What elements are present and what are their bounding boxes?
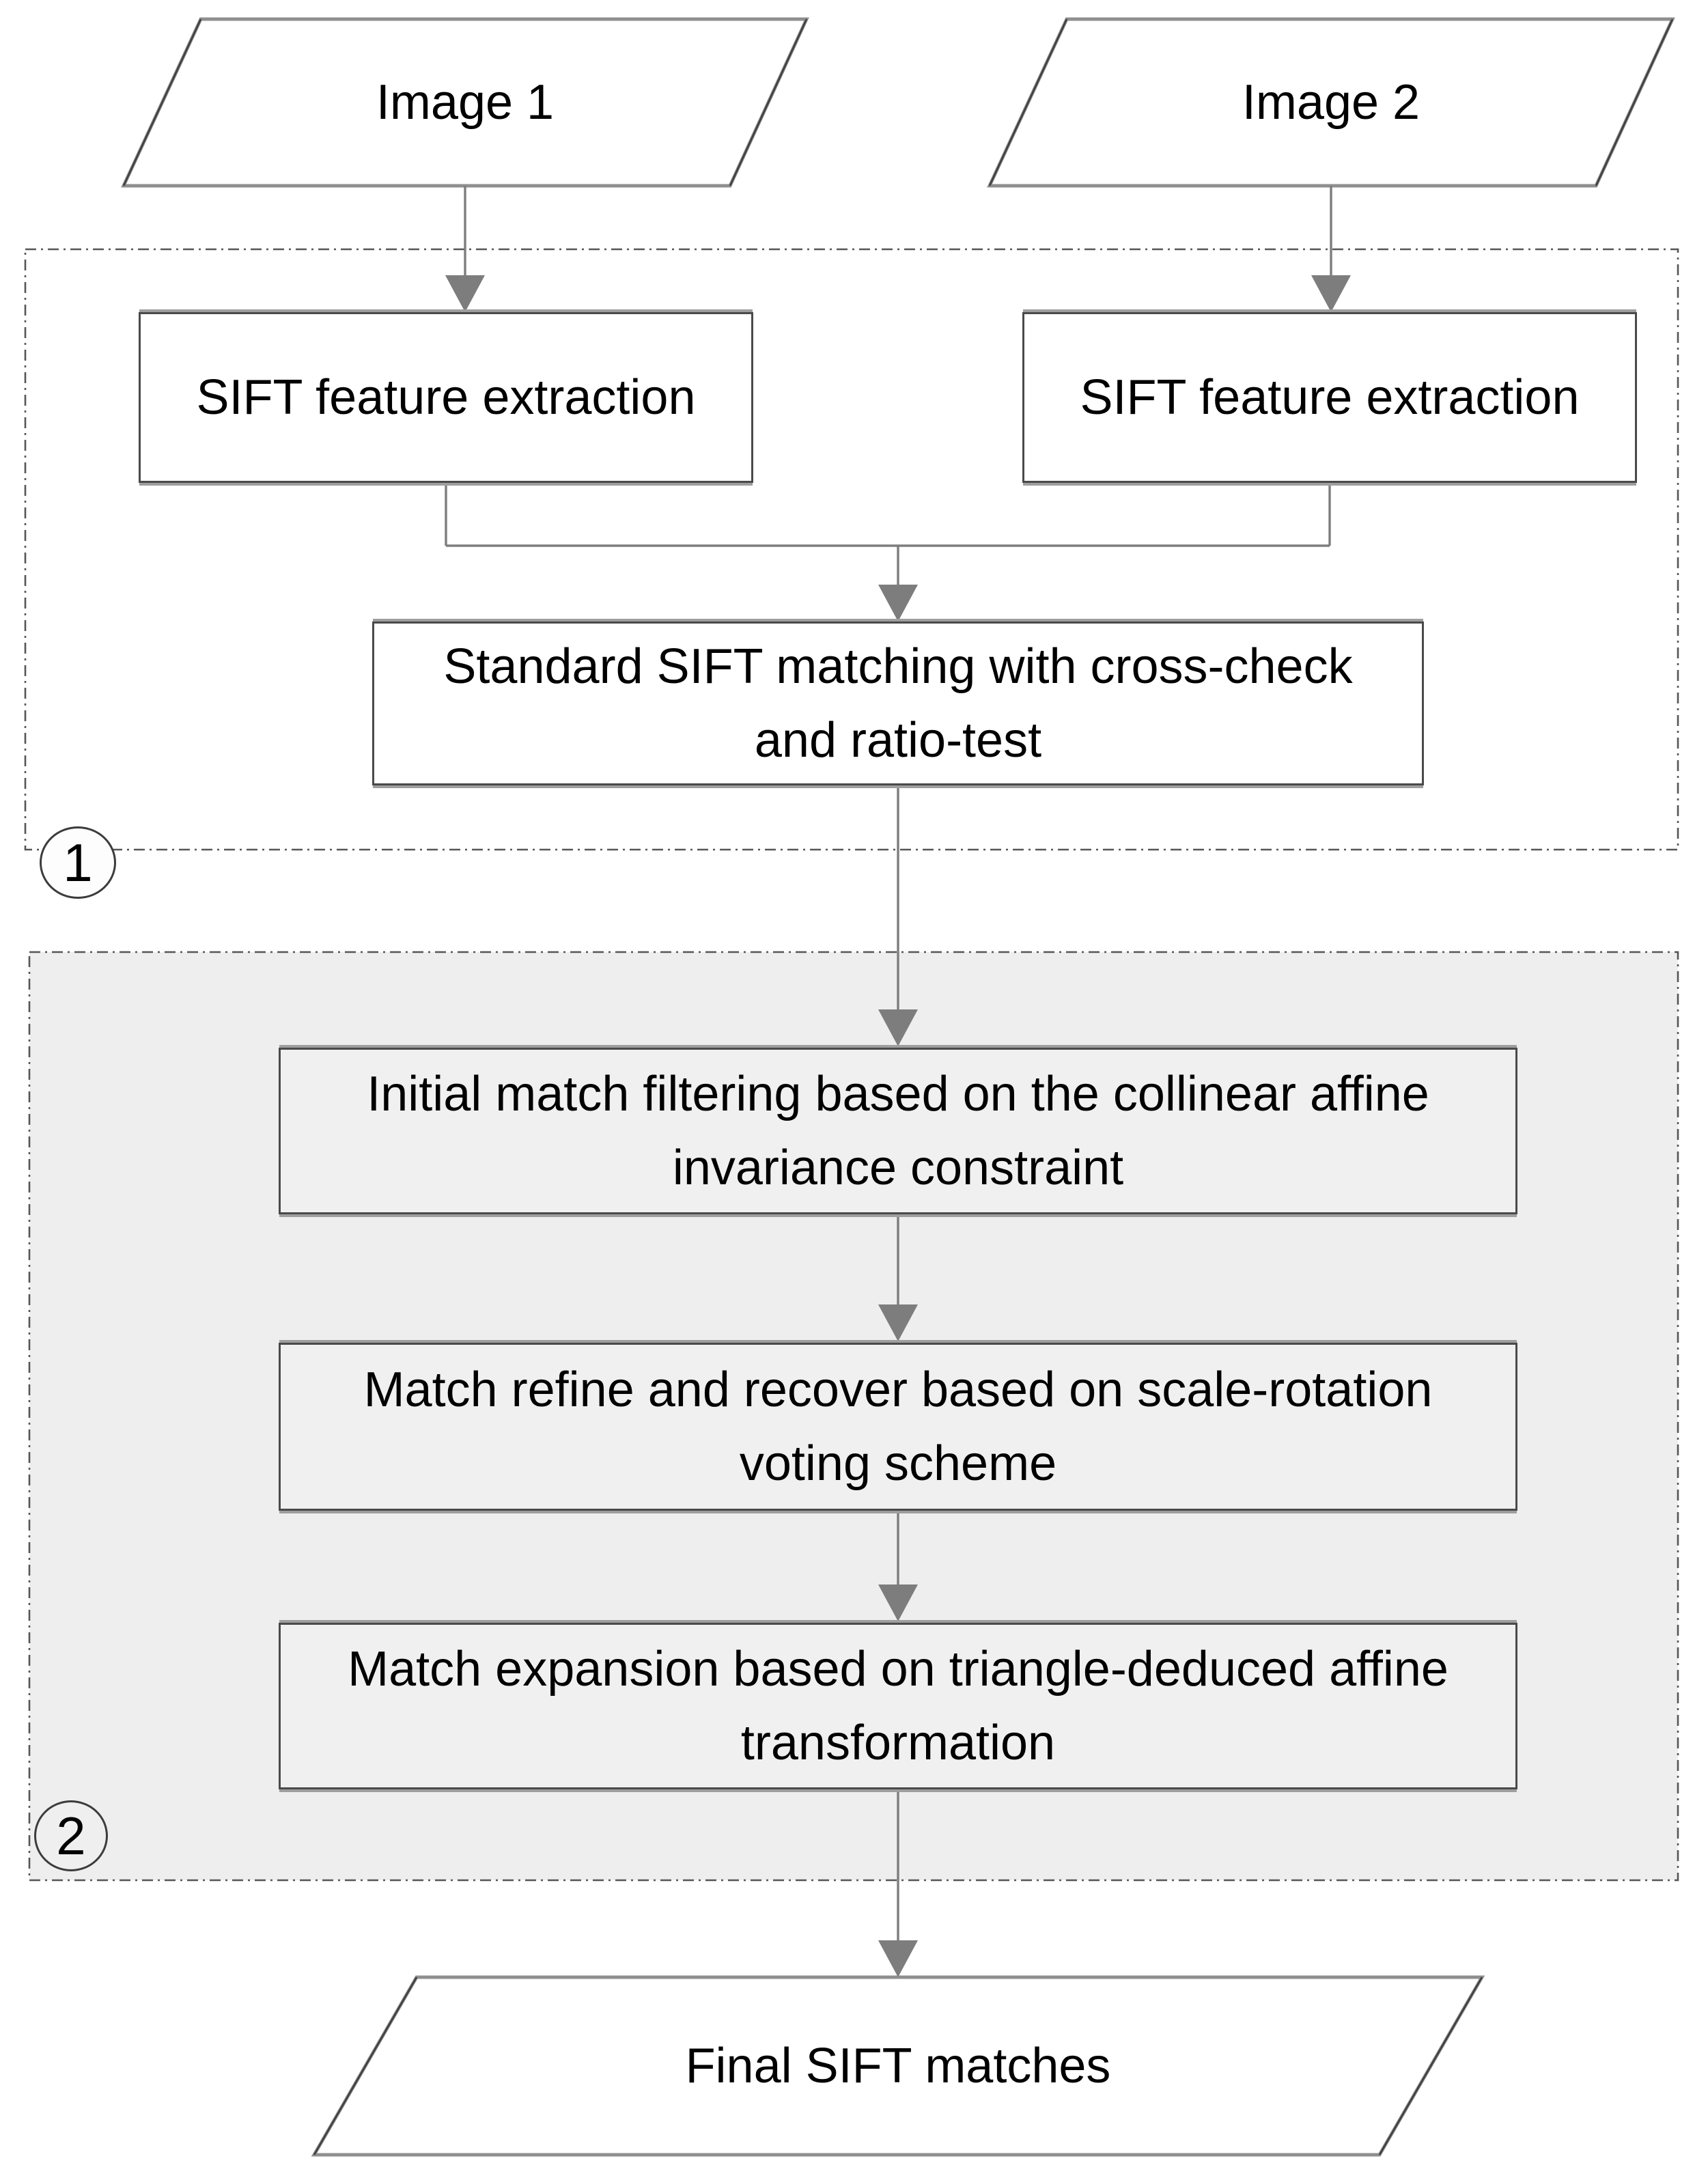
arrow-refine-to-expansion: [878, 1511, 918, 1621]
arrow-image2-to-sift: [1311, 186, 1351, 312]
merge-connector-to-matching: [445, 483, 1331, 622]
stage-1-badge: 1: [40, 826, 116, 899]
final-matches-parallelogram: [311, 1975, 1485, 2157]
arrow-filtering-to-refine: [878, 1214, 918, 1341]
standard-matching-box: Standard SIFT matching with cross-check …: [372, 622, 1424, 785]
arrow-matching-to-filtering: [878, 785, 918, 1046]
stage-2-badge: 2: [34, 1800, 108, 1871]
arrow-image1-to-sift: [445, 186, 485, 312]
image1-parallelogram: [121, 17, 809, 188]
image2-parallelogram: [987, 17, 1675, 188]
match-refine-box: Match refine and recover based on scale-…: [279, 1343, 1517, 1511]
sift-extraction-left-box: SIFT feature extraction: [139, 312, 753, 483]
initial-filtering-box: Initial match filtering based on the col…: [279, 1048, 1517, 1214]
match-expansion-box: Match expansion based on triangle-deduce…: [279, 1623, 1517, 1789]
sift-extraction-right-box: SIFT feature extraction: [1022, 312, 1637, 483]
arrow-expansion-to-final: [878, 1789, 918, 1977]
